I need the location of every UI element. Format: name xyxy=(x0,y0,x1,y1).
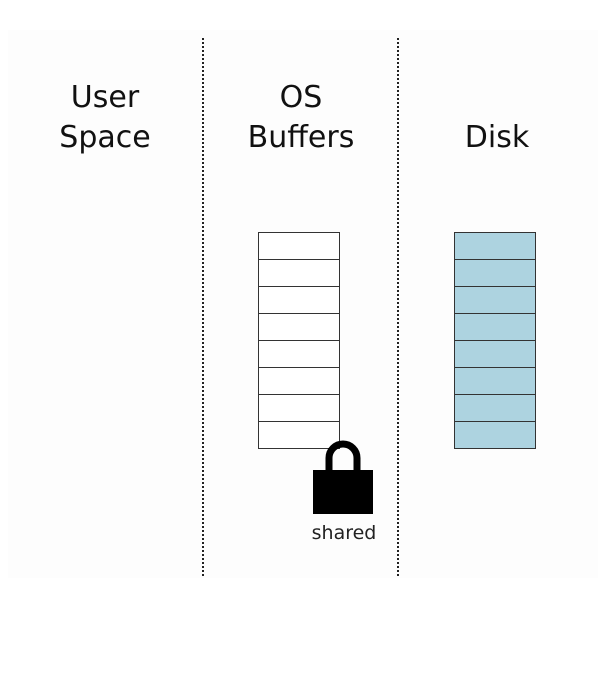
os-buffer-block xyxy=(258,232,340,260)
disk-block xyxy=(454,421,536,449)
os-buffer-block xyxy=(258,259,340,287)
os-buffers-title: OS Buffers xyxy=(236,78,366,158)
os-buffer-block xyxy=(258,394,340,422)
divider-user-os xyxy=(202,38,204,576)
user-space-title: User Space xyxy=(45,78,165,158)
lock-icon xyxy=(312,438,374,516)
lock-icon-graphic xyxy=(313,440,373,514)
disk-block xyxy=(454,232,536,260)
lock-body xyxy=(313,470,373,514)
lock-shackle xyxy=(325,440,361,472)
os-buffer-block xyxy=(258,367,340,395)
os-buffers-title-line2: Buffers xyxy=(247,120,355,155)
disk-title: Disk xyxy=(437,118,557,158)
user-space-title-line1: User xyxy=(70,80,140,115)
shared-lock-label: shared xyxy=(311,522,377,544)
disk-block xyxy=(454,367,536,395)
divider-os-disk xyxy=(397,38,399,576)
os-buffer-stack xyxy=(258,232,340,449)
disk-block xyxy=(454,340,536,368)
disk-block-stack xyxy=(454,232,536,449)
disk-block xyxy=(454,286,536,314)
disk-block xyxy=(454,313,536,341)
os-buffer-block xyxy=(258,340,340,368)
os-buffers-title-line1: OS xyxy=(279,80,323,115)
os-buffer-block xyxy=(258,313,340,341)
user-space-title-line2: Space xyxy=(59,120,151,155)
os-buffer-block xyxy=(258,421,340,449)
os-buffer-block xyxy=(258,286,340,314)
disk-title-line1: Disk xyxy=(464,120,530,155)
disk-block xyxy=(454,259,536,287)
disk-block xyxy=(454,394,536,422)
